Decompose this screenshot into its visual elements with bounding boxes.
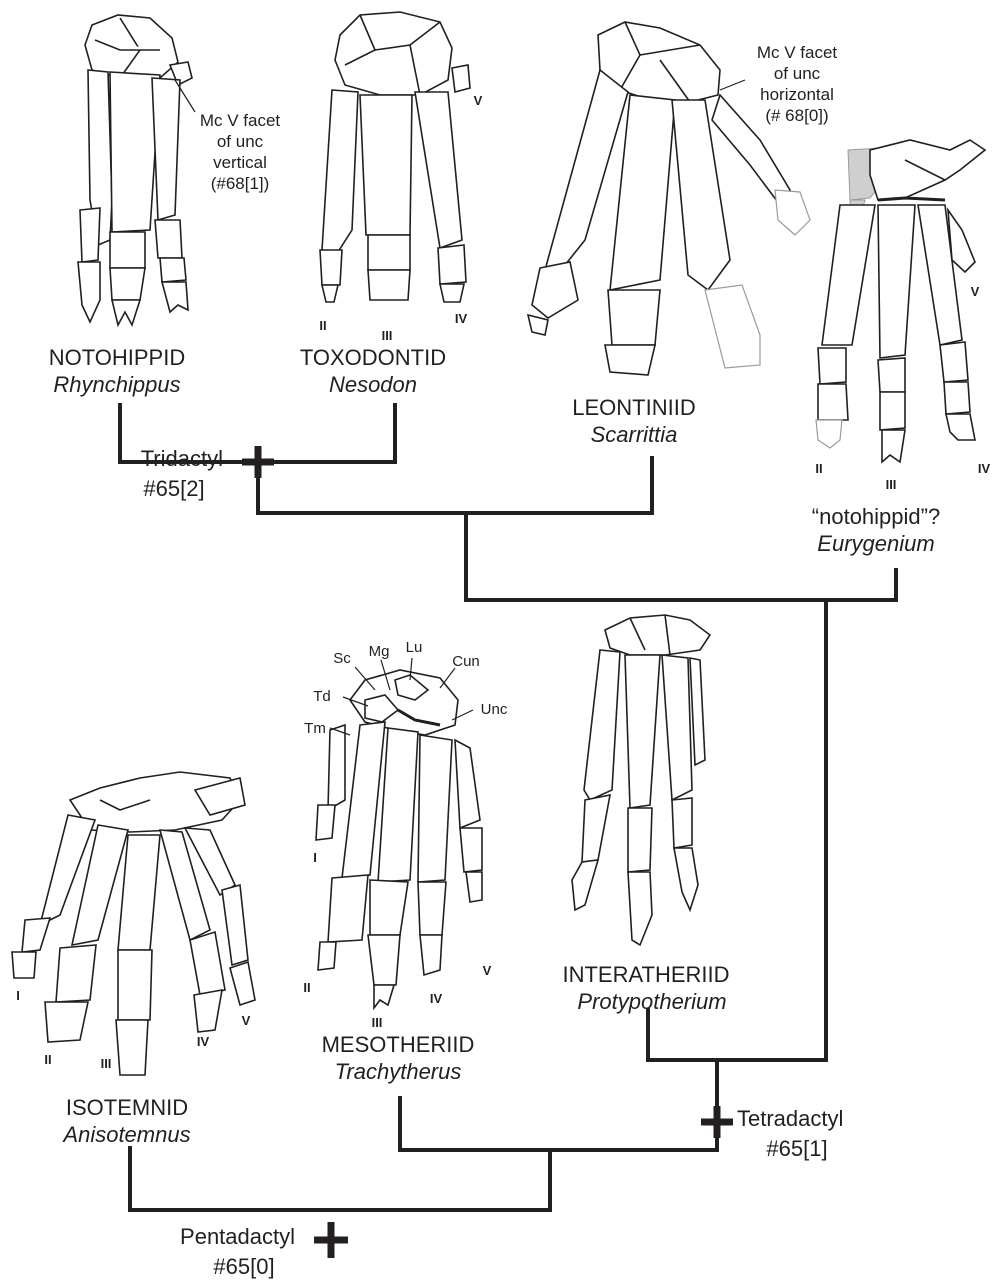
rhynchippus-genus-label: Rhynchippus [53,372,180,397]
tetradactyl-code-label: #65[1] [766,1136,827,1161]
nesodon-digit-v: V [474,93,483,108]
anisotemnus-digit-ii: II [44,1052,51,1067]
cun-leader-line [440,668,455,688]
toxodontid-family-label: TOXODONTID [300,345,446,370]
leontiniid-family-label: LEONTINIID [572,395,695,420]
scarrittia-manus-drawing [528,22,810,375]
anisotemnus-digit-iv: IV [197,1034,210,1049]
eurygenium-digit-iv: IV [978,461,991,476]
trachytherus-digit-v: V [483,963,492,978]
horizontal-facet-line-3: horizontal [760,85,834,104]
anisotemnus-digit-v: V [242,1013,251,1028]
eurygenium-digit-v: V [971,284,980,299]
anisotemnus-digit-i: I [16,988,20,1003]
trachytherus-genus-label: Trachytherus [335,1059,462,1084]
mesotheriid-family-label: MESOTHERIID [322,1032,475,1057]
pentadactyl-code-label: #65[0] [213,1254,274,1279]
tetradactyl-label: Tetradactyl [737,1106,843,1131]
trapezium-label: Tm [304,720,326,737]
notohippid-family-label: NOTOHIPPID [49,345,186,370]
protypotherium-genus-label: Protypotherium [577,989,726,1014]
tridactyl-synapomorphy-bar [242,446,274,478]
scarrittia-genus-label: Scarrittia [591,422,678,447]
horizontal-facet-note: Mc V facet of unc horizontal (# 68[0]) [757,43,838,125]
nesodon-manus-drawing [320,12,470,302]
trachytherus-digit-ii: II [303,980,310,995]
tridactyl-code-label: #65[2] [143,476,204,501]
vertical-facet-line-1: Mc V facet [200,111,281,130]
eurygenium-digit-ii: II [815,461,822,476]
protypotherium-manus-drawing [572,615,710,945]
horizontal-facet-line-1: Mc V facet [757,43,838,62]
nesodon-digit-iv: IV [455,311,468,326]
tetradactyl-synapomorphy-bar [701,1106,733,1138]
vertical-facet-note: Mc V facet of unc vertical (#68[1]) [200,111,281,193]
anisotemnus-manus-drawing [12,772,255,1075]
eurygenium-family-label: “notohippid”? [812,504,940,529]
trachytherus-digit-iii: III [372,1015,383,1030]
magnum-label: Mg [369,643,390,660]
vertical-facet-line-2: of unc [217,132,264,151]
unciform-label: Unc [481,701,508,718]
eurygenium-manus-drawing [816,140,985,462]
trachytherus-digit-iv: IV [430,991,443,1006]
horizontal-facet-line-4: (# 68[0]) [765,106,828,125]
pentadactyl-synapomorphy-bar [314,1222,348,1258]
eurygenium-genus-label: Eurygenium [817,531,934,556]
tridactyl-label: Tridactyl [141,446,223,471]
cuneiform-label: Cun [452,653,480,670]
anisotemnus-digit-iii: III [101,1056,112,1071]
interatheriid-family-label: INTERATHERIID [562,962,729,987]
nesodon-digit-ii: II [319,318,326,333]
horizontal-facet-leader-line [720,80,745,90]
anisotemnus-genus-label: Anisotemnus [61,1122,190,1147]
lunar-label: Lu [406,639,423,656]
vertical-facet-line-4: (#68[1]) [211,174,270,193]
pentadactyl-label: Pentadactyl [180,1224,295,1249]
vertical-facet-line-3: vertical [213,153,267,172]
trachytherus-digit-i: I [313,850,317,865]
nesodon-genus-label: Nesodon [329,372,417,397]
eurygenium-digit-iii: III [886,477,897,492]
trachytherus-manus-drawing [316,670,482,1008]
rhynchippus-manus-drawing [78,15,192,325]
scaphoid-label: Sc [333,650,351,667]
isotemnid-family-label: ISOTEMNID [66,1095,188,1120]
horizontal-facet-line-2: of unc [774,64,821,83]
nesodon-digit-iii: III [382,328,393,343]
trapezoid-label: Td [313,688,331,705]
